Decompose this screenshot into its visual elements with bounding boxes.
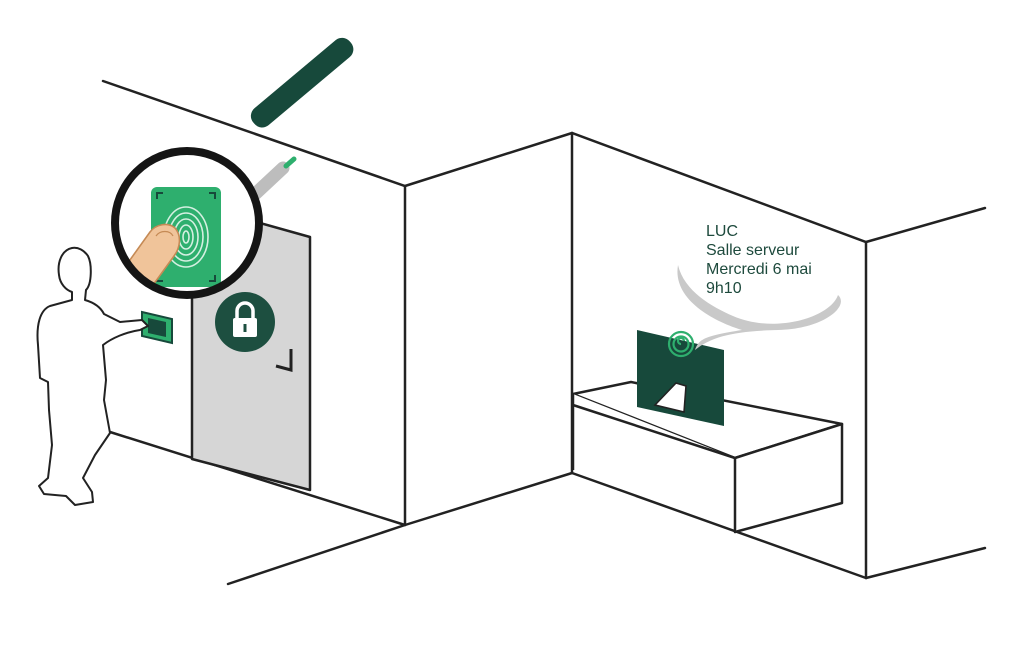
lock-icon [215,292,275,352]
notification-text: LUC Salle serveur Mercredi 6 mai 9h10 [706,222,866,298]
notification-name: LUC [706,223,739,240]
fingerprint-icon [667,330,695,358]
user-icon [36,246,149,506]
monitor [637,330,724,426]
magnifier-lens [111,147,263,299]
notification-bubble [677,265,841,350]
magnifier-icon [231,37,354,217]
notification-room: Salle serveur [706,242,800,259]
notification-time: 9h10 [706,280,742,297]
notification-date: Mercredi 6 mai [706,261,812,278]
scan-frame [156,192,216,282]
room-walls [101,79,987,586]
